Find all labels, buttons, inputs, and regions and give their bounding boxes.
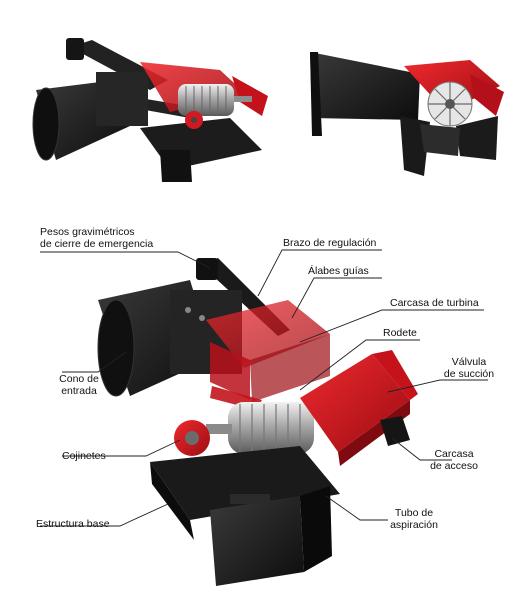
label-line: Cono de: [59, 373, 99, 385]
leader-carcasa-acceso: [391, 437, 452, 461]
label-line: entrada: [61, 385, 97, 397]
label-tubo-aspiracion: Tubo de aspiración: [384, 507, 444, 531]
label-valvula-succion: Válvula de succión: [440, 356, 498, 380]
leader-valvula: [387, 379, 488, 393]
label-carcasa-turbina: Carcasa de turbina: [390, 297, 479, 309]
label-cojinetes: Cojinetes: [62, 450, 106, 462]
label-estructura-base: Estructura base: [36, 518, 110, 530]
cross-section-view: [310, 52, 504, 176]
leader-cono: [62, 351, 127, 373]
label-cono-entrada: Cono de entrada: [52, 373, 106, 397]
label-line: Pesos gravimétricos: [40, 226, 135, 238]
label-line: de cierre de emergencia: [40, 238, 154, 250]
assembled-turbine-view: [32, 38, 268, 182]
leader-rodete: [299, 339, 420, 391]
label-brazo-regulacion: Brazo de regulación: [283, 237, 377, 249]
label-line: Válvula: [451, 356, 487, 368]
leader-estructura: [40, 503, 169, 527]
leader-cojinetes: [62, 439, 181, 457]
label-alabes-guias: Álabes guías: [308, 265, 369, 277]
label-rodete: Rodete: [383, 327, 417, 339]
leader-carcasa-turbina: [299, 309, 484, 343]
leader-alabes: [291, 277, 382, 319]
leader-tubo: [325, 495, 388, 521]
label-pesos-gravimetricos: Pesos gravimétricos de cierre de emergen…: [40, 226, 153, 250]
exploded-view: [97, 258, 418, 586]
label-line: Carcasa: [434, 448, 474, 460]
label-line: de acceso: [430, 460, 478, 472]
leader-brazo: [257, 249, 382, 297]
label-line: de succión: [443, 368, 495, 380]
label-line: aspiración: [390, 519, 438, 531]
label-carcasa-acceso: Carcasa de acceso: [426, 448, 482, 472]
label-line: Tubo de: [394, 507, 434, 519]
leader-pesos: [40, 251, 211, 269]
